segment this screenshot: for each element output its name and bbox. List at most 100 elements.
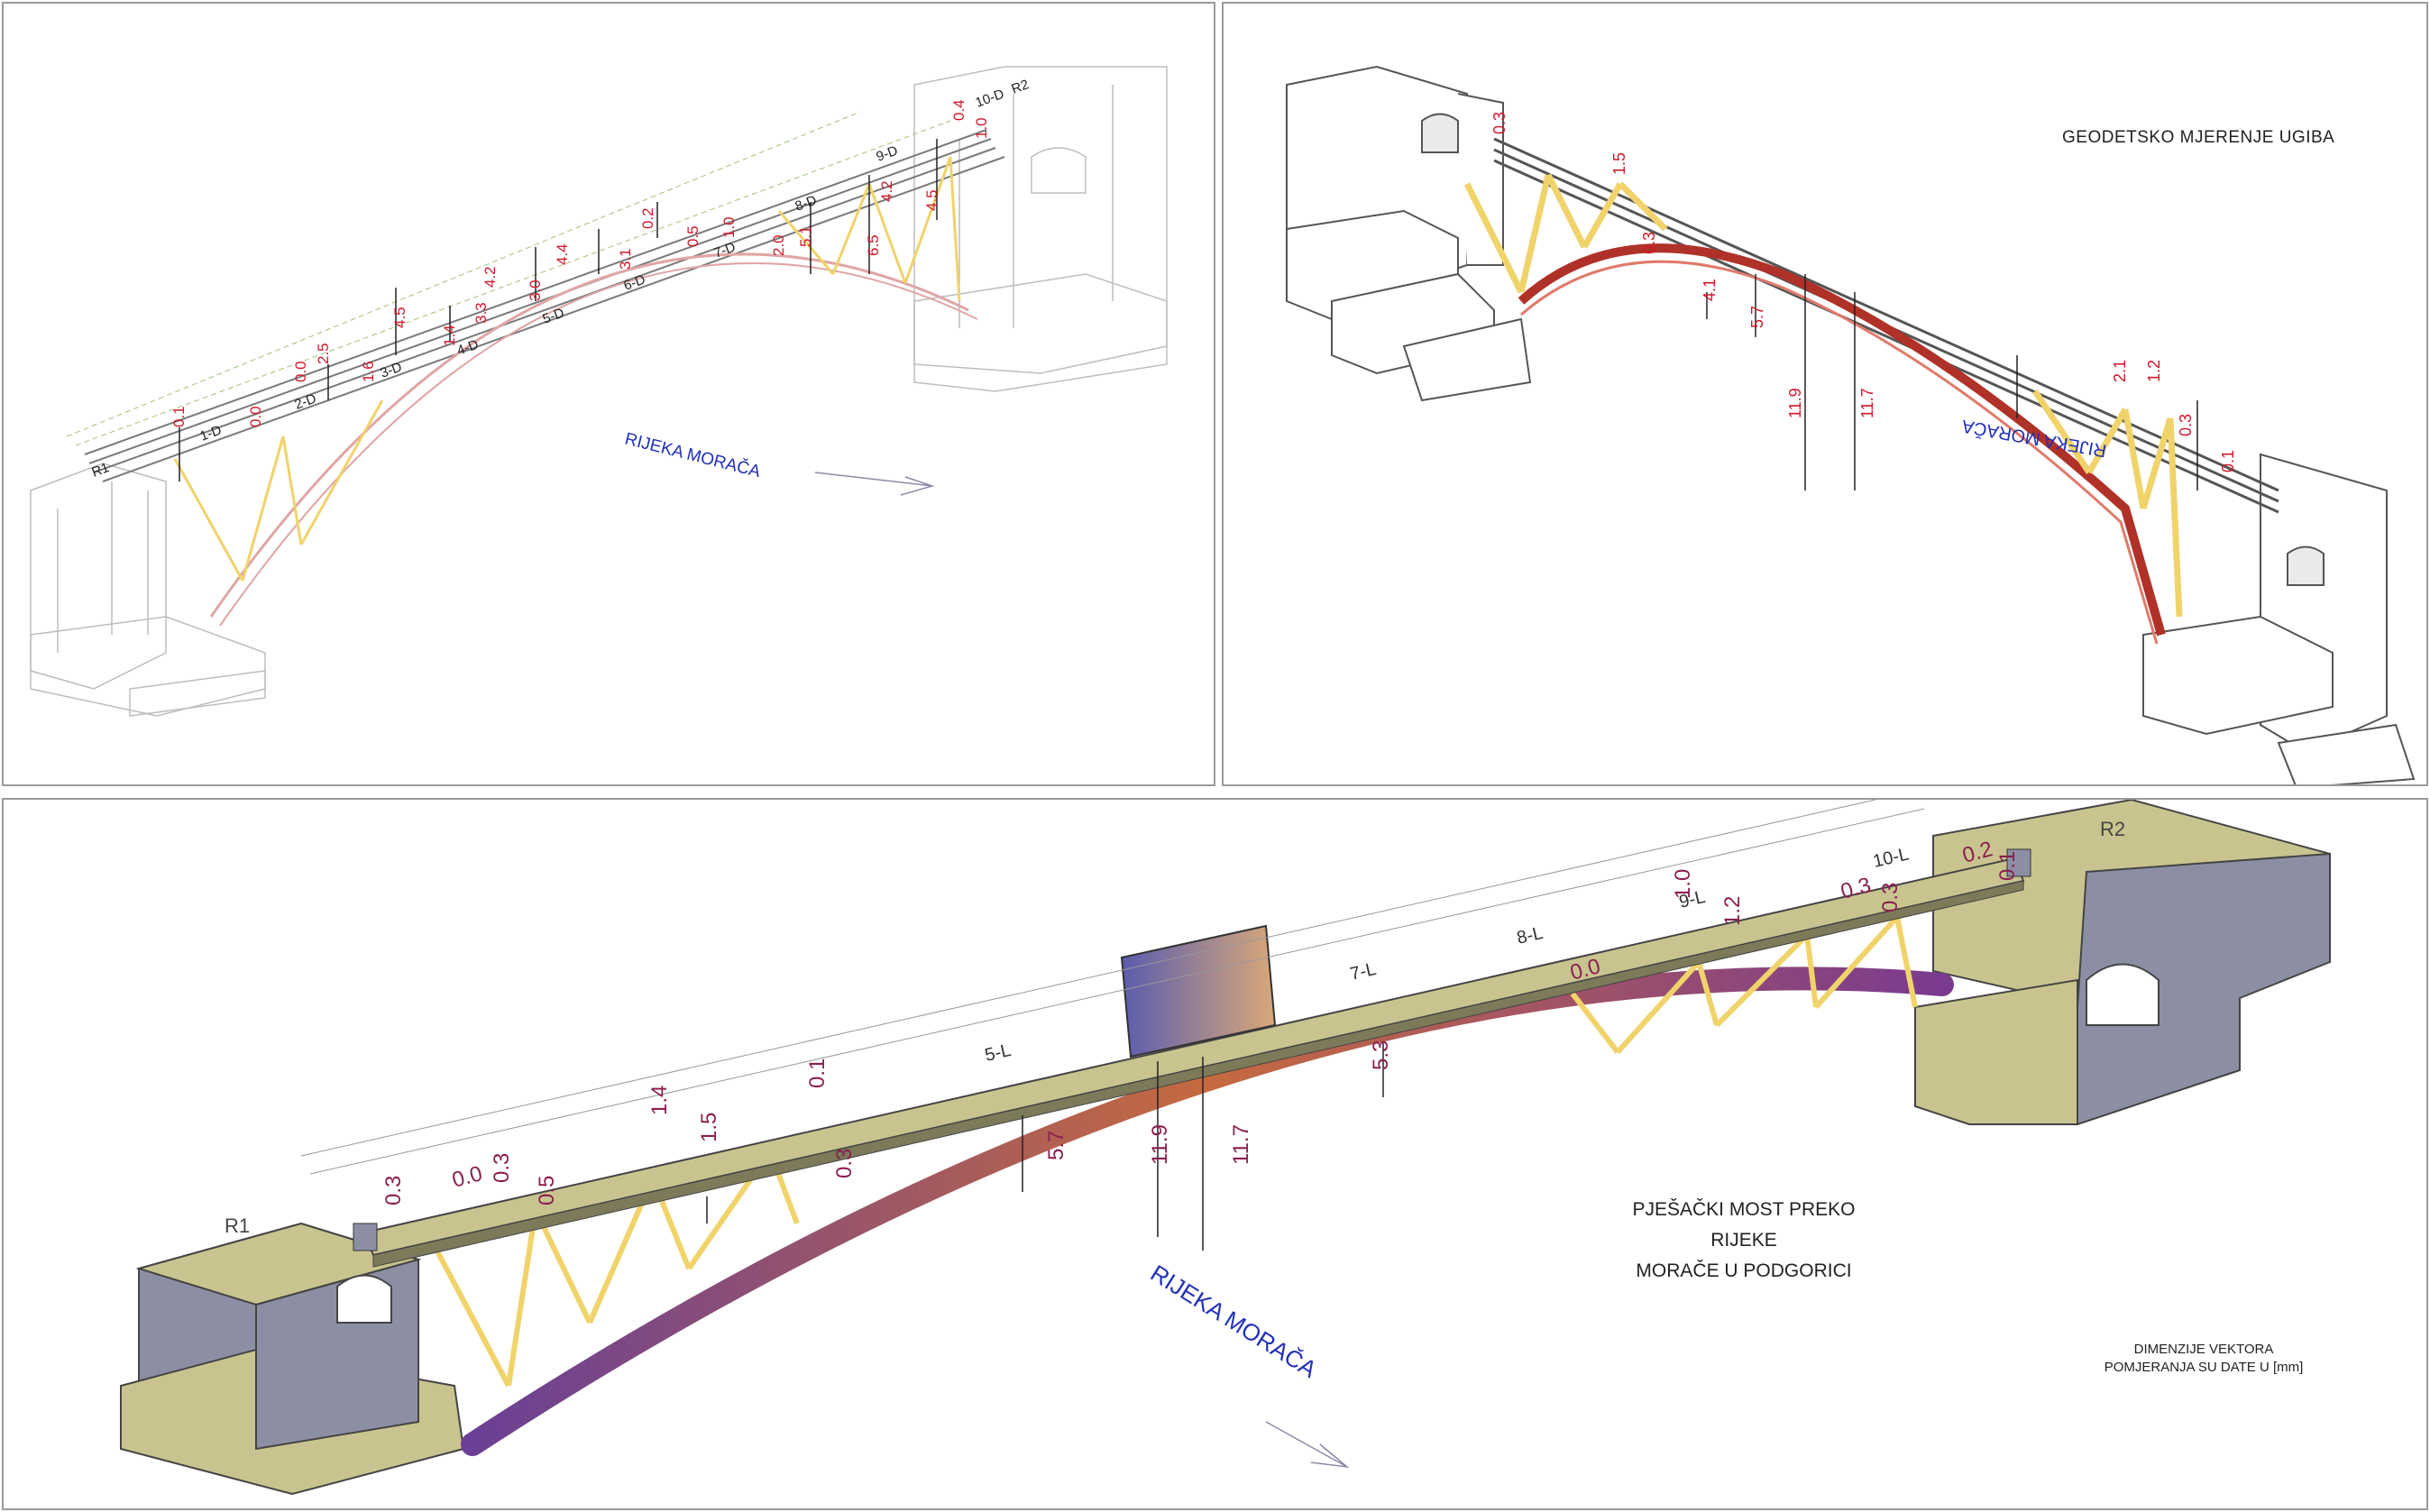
abutment-right-label: R2 [2100, 818, 2125, 840]
value-label: 5.7 [1044, 1131, 1068, 1160]
wireframe-truss [173, 156, 961, 582]
value-label: 0.4 [950, 99, 967, 121]
value-label: 0.1 [170, 406, 188, 427]
river-arrow-icon [814, 472, 935, 496]
bridge-title-line1: PJEŠAČKI MOST PREKO RIJEKE [1632, 1199, 1856, 1251]
wireframe-dimension-lines [66, 111, 951, 446]
bridge-title: PJEŠAČKI MOST PREKO RIJEKE MORAČE U PODG… [1600, 1195, 1888, 1287]
value-label: 0.3 [1640, 232, 1658, 254]
river-label: RIJEKA MORAČA [1959, 416, 2107, 462]
wireframe-deck [84, 129, 1005, 482]
wireframe-abutment-left [30, 463, 266, 717]
wireframe-value-labels: 0.1 0.0 0.0 2.5 1.6 4.5 1.4 3.3 4.2 3.0 … [170, 99, 990, 427]
panel-wireframe-model: 0.1 0.0 0.0 2.5 1.6 4.5 1.4 3.3 4.2 3.0 … [2, 2, 1215, 786]
river-label: RIJEKA MORAČA [1146, 1260, 1322, 1384]
section-label: R1 [90, 460, 112, 481]
value-label: 5.7 [1748, 306, 1766, 328]
wireframe-drawing: 0.1 0.0 0.0 2.5 1.6 4.5 1.4 3.3 4.2 3.0 … [30, 66, 1168, 717]
dimension-lines [300, 800, 1925, 1175]
deck-section-labels: 5-L 7-L 8-L 9-L 10-L [983, 844, 1911, 1065]
value-label: 11.7 [1858, 388, 1876, 418]
value-labels: 0.3 0.0 0.3 0.5 1.4 1.5 0.1 0.3 5.7 11.9… [381, 837, 2020, 1205]
deck-post-left [353, 1223, 378, 1251]
value-label: 11.9 [1786, 388, 1804, 418]
value-label: 4.2 [481, 266, 499, 288]
section-label: 10-D [974, 87, 1007, 111]
deck-edge [372, 880, 2024, 1268]
section-label: 8-D [793, 192, 820, 214]
geodetic-title: GEODETSKO MJERENJE UGIBA [2062, 128, 2335, 147]
value-label: 4.5 [923, 189, 940, 211]
rendered-bridge-drawing: 0.3 0.0 0.3 0.5 1.4 1.5 0.1 0.3 5.7 11.9… [120, 800, 2331, 1496]
value-label: 0.3 [1490, 112, 1508, 134]
section-label: 2-D [293, 390, 319, 412]
geodetic-vectors [1706, 274, 2198, 490]
value-label: 4.2 [878, 180, 895, 202]
load-box [1120, 924, 1277, 1058]
value-label: 0.2 [639, 207, 656, 229]
value-label: 0.5 [535, 1176, 559, 1205]
section-label: 5-L [983, 1040, 1013, 1066]
wireframe-arch-inner [219, 262, 978, 627]
section-label: 8-L [1515, 923, 1545, 948]
abutment-right [1914, 800, 2331, 1126]
section-label: 1-D [198, 422, 225, 444]
value-label: 0.0 [450, 1161, 485, 1193]
value-label: 0.1 [805, 1058, 830, 1088]
river-arrow-icon [1265, 1421, 1350, 1469]
arch [461, 967, 1954, 1456]
value-label: 1.2 [2145, 360, 2163, 382]
geodetic-drawing: 0.3 1.5 0.3 4.1 5.7 11.9 11.7 2.1 1.2 0.… [1286, 65, 2416, 784]
displacement-vectors [706, 1043, 1384, 1251]
section-label: 10-L [1871, 844, 1911, 871]
geodetic-abutment-right [2142, 453, 2416, 784]
value-label: 1.0 [973, 117, 990, 139]
value-label: 1.5 [1610, 152, 1628, 175]
value-label: 5.1 [797, 225, 814, 247]
value-label: 1.5 [697, 1113, 721, 1142]
deck-post-right [2006, 848, 2031, 877]
value-label: 0.1 [1995, 851, 2020, 881]
value-label: 4.1 [1701, 279, 1719, 301]
bridge-title-line2: MORAČE U PODGORICI [1636, 1260, 1852, 1281]
value-label: 0.3 [1878, 883, 1903, 912]
value-label: 3.1 [617, 248, 634, 270]
value-label: 3.3 [472, 302, 490, 324]
value-label: 5.3 [1369, 1040, 1393, 1070]
value-label: 2.5 [315, 343, 332, 364]
vector-unit-note: DIMENZIJE VEKTORA POMJERANJA SU DATE U [… [2077, 1341, 2330, 1377]
value-label: 1.0 [720, 216, 738, 238]
value-label: 11.7 [1229, 1124, 1253, 1165]
value-label: 4.4 [554, 243, 571, 265]
geodetic-truss [1463, 173, 2183, 618]
geodetic-arch [1518, 243, 2166, 637]
value-label: 4.5 [391, 307, 408, 328]
section-label: R2 [1010, 77, 1032, 97]
value-label: 2.1 [2111, 360, 2129, 382]
wireframe-arch [209, 252, 969, 618]
value-label: 11.9 [1148, 1124, 1172, 1165]
value-label: 0.0 [247, 406, 264, 427]
value-label: 2.0 [770, 234, 787, 256]
panel-geodetic-measurement: 0.3 1.5 0.3 4.1 5.7 11.9 11.7 2.1 1.2 0.… [1222, 2, 2428, 786]
value-label: 1.0 [1671, 869, 1695, 899]
panel-rendered-bridge: 0.3 0.0 0.3 0.5 1.4 1.5 0.1 0.3 5.7 11.9… [2, 798, 2428, 1510]
value-label: 0.1 [2219, 450, 2237, 472]
geodetic-arch-edge [1520, 260, 2159, 645]
value-label: 0.3 [832, 1149, 857, 1178]
value-label: 1.6 [360, 361, 377, 382]
abutment-left-label: R1 [225, 1214, 250, 1237]
wireframe-vectors [179, 139, 938, 481]
section-label: 7-L [1348, 959, 1378, 985]
value-label: 3.0 [527, 279, 544, 301]
value-label: 0.3 [2177, 414, 2195, 436]
value-label: 0.3 [381, 1176, 406, 1205]
value-label: 1.4 [441, 325, 458, 346]
vector-note-line1: DIMENZIJE VEKTORA [2133, 1342, 2274, 1357]
vector-note-line2: POMJERANJA SU DATE U [mm] [2104, 1360, 2304, 1375]
section-label: 5-D [541, 305, 567, 326]
value-label: 1.4 [647, 1086, 672, 1115]
geodetic-abutment-left [1286, 65, 1532, 402]
value-label: 0.0 [292, 361, 309, 382]
abutment-left [120, 1222, 465, 1496]
